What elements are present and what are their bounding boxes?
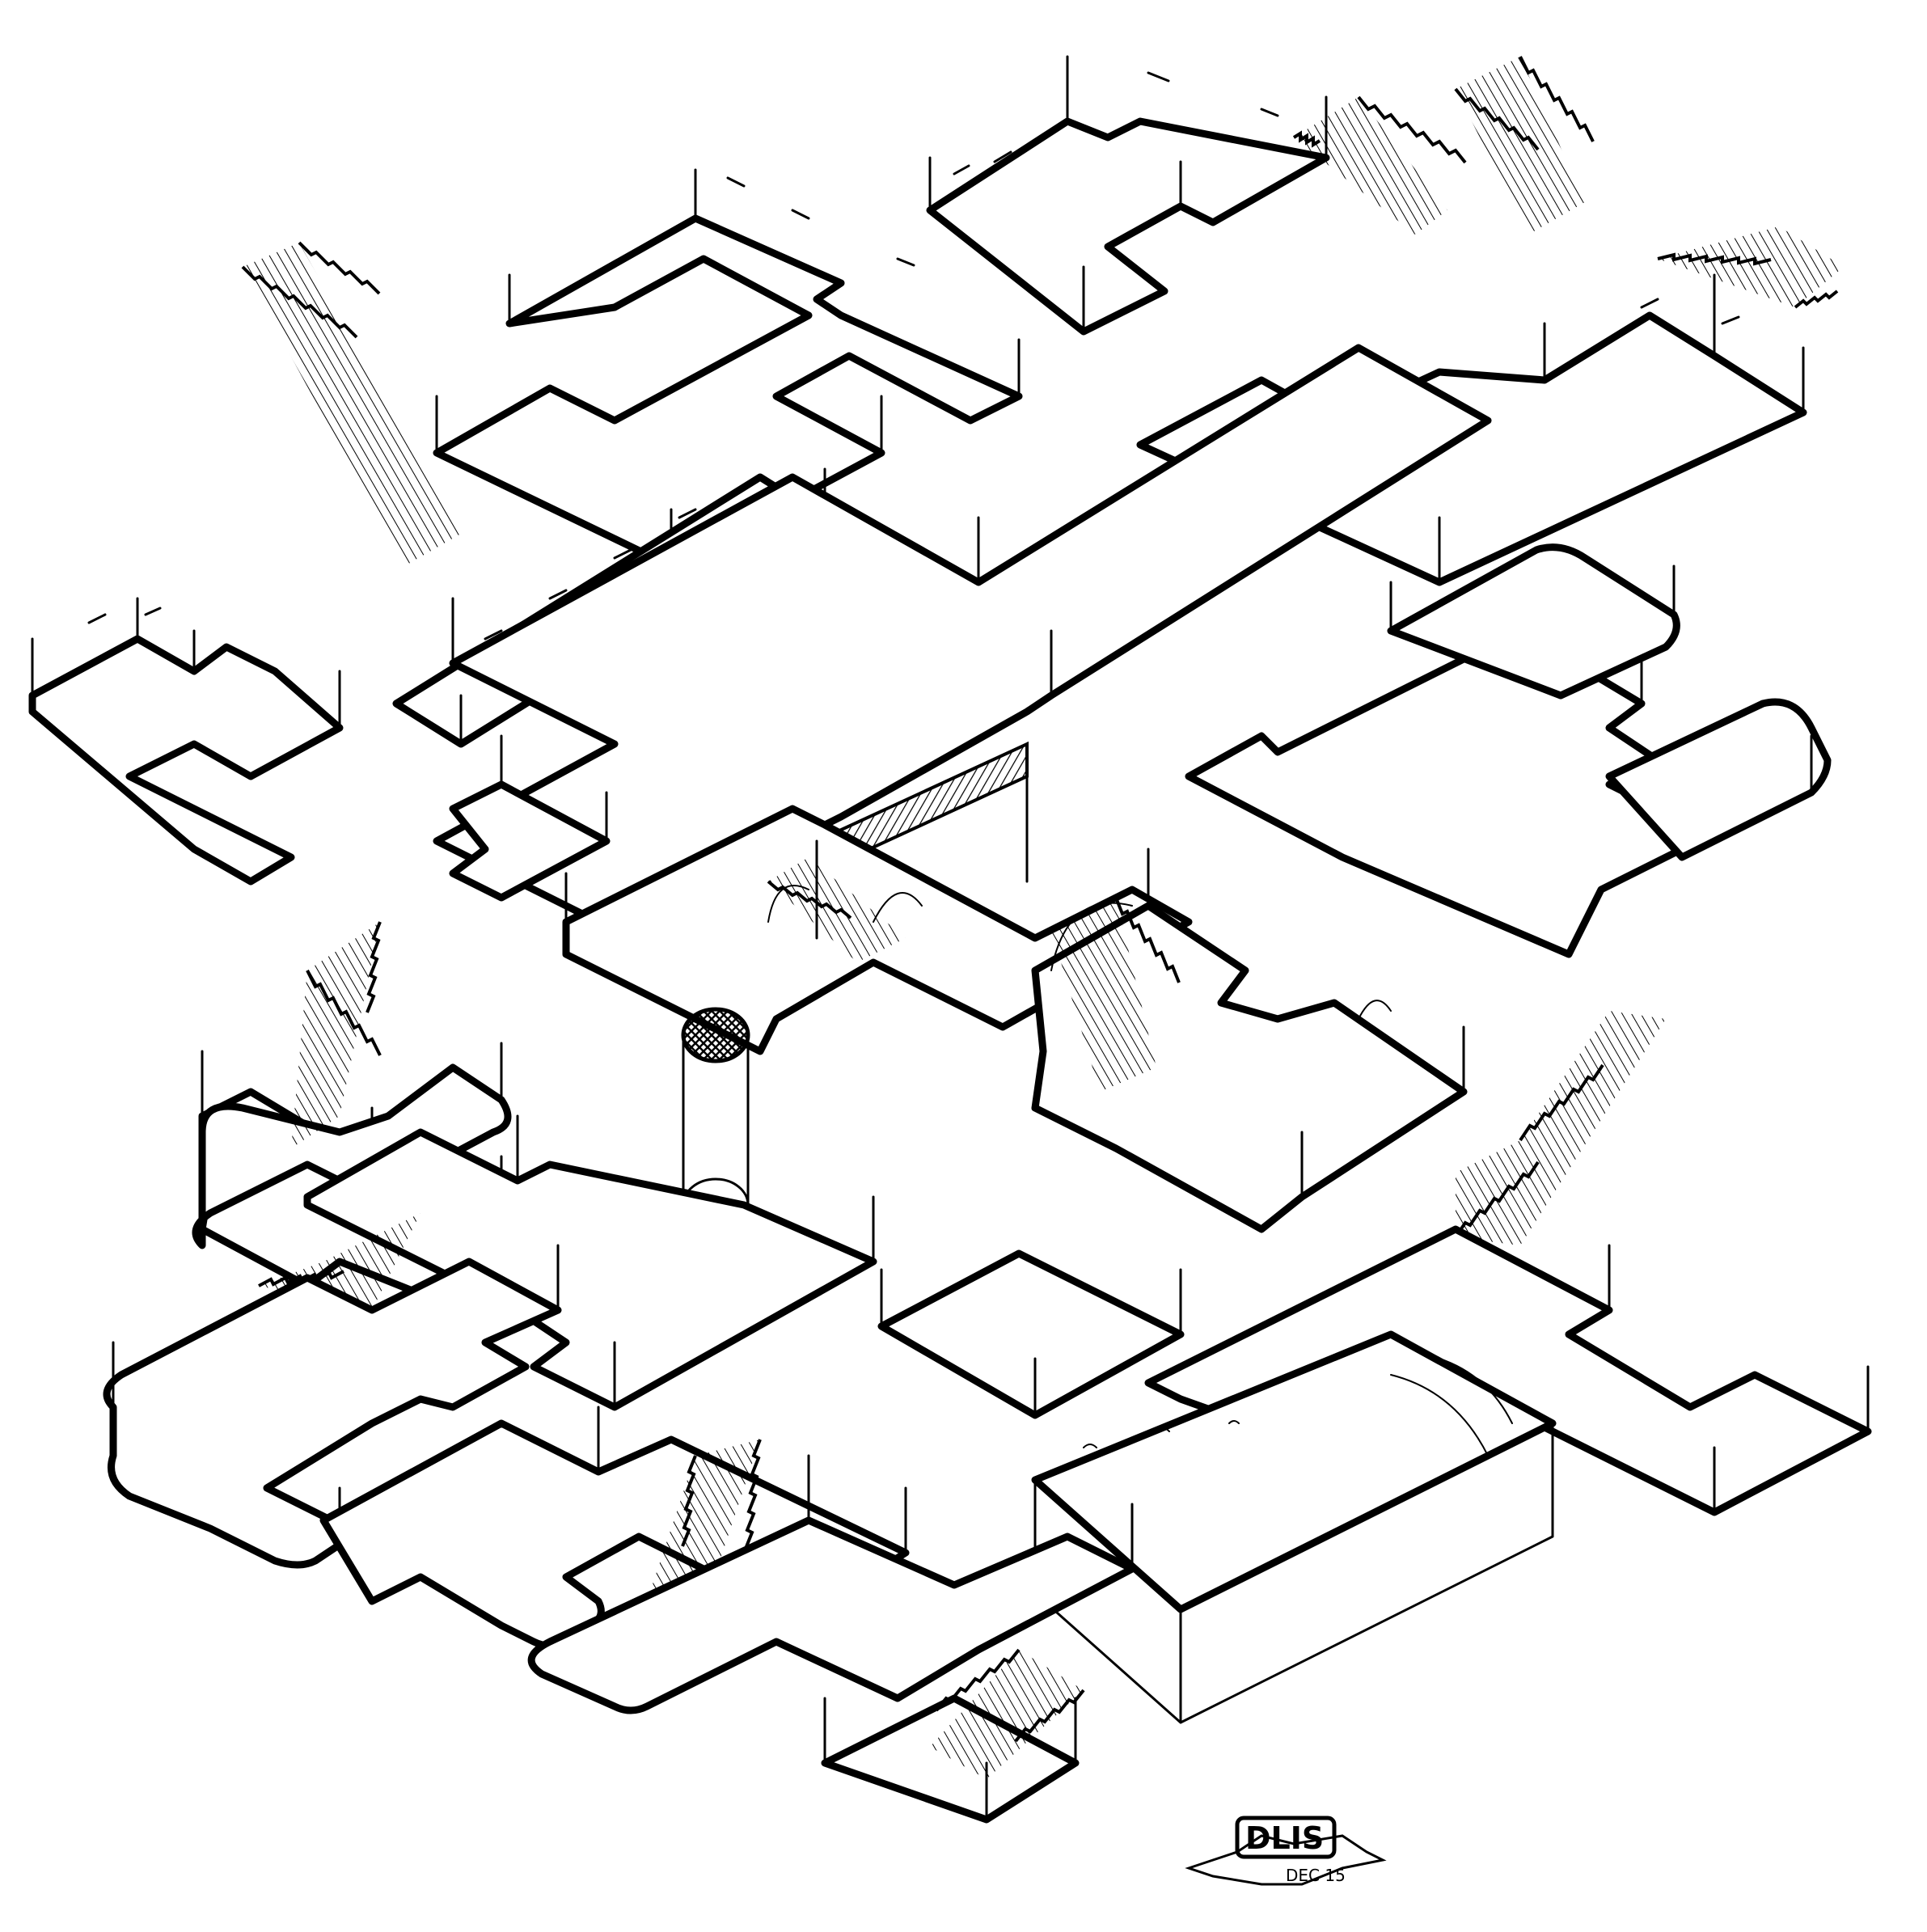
stairs-far-northeast (1454, 56, 1844, 309)
stairs-east-long (1454, 1011, 1666, 1245)
well-shaft (681, 1007, 750, 1232)
room-northeast-chamber (926, 55, 1330, 336)
stairs-central-arch (767, 857, 923, 962)
artist-signature: DLIS DEC 15 (1185, 1816, 1387, 1886)
room-south-lower (527, 1454, 1136, 1714)
room-south-central-square (877, 1249, 1185, 1419)
signature-initials: DLIS (1245, 1820, 1324, 1856)
room-east-rounded-upper (1387, 543, 1680, 700)
room-east-middle (1031, 848, 1468, 1233)
block-south-east-raised (1031, 1330, 1557, 1724)
stairs-east-arch (1050, 897, 1392, 1092)
room-small-center-left (449, 734, 611, 902)
room-central-cross (433, 344, 1492, 934)
room-northwest-upper (433, 168, 1023, 570)
signature-date: DEC 15 (1286, 1866, 1346, 1885)
stairs-northwest (241, 241, 461, 566)
stairs-northeast-diagonal (1292, 95, 1467, 235)
stairs-southernmost (930, 1648, 1085, 1779)
room-east-rounded-lower (1605, 698, 1832, 861)
room-west-rounded (192, 1042, 512, 1249)
room-west-stair-landing (28, 597, 344, 886)
